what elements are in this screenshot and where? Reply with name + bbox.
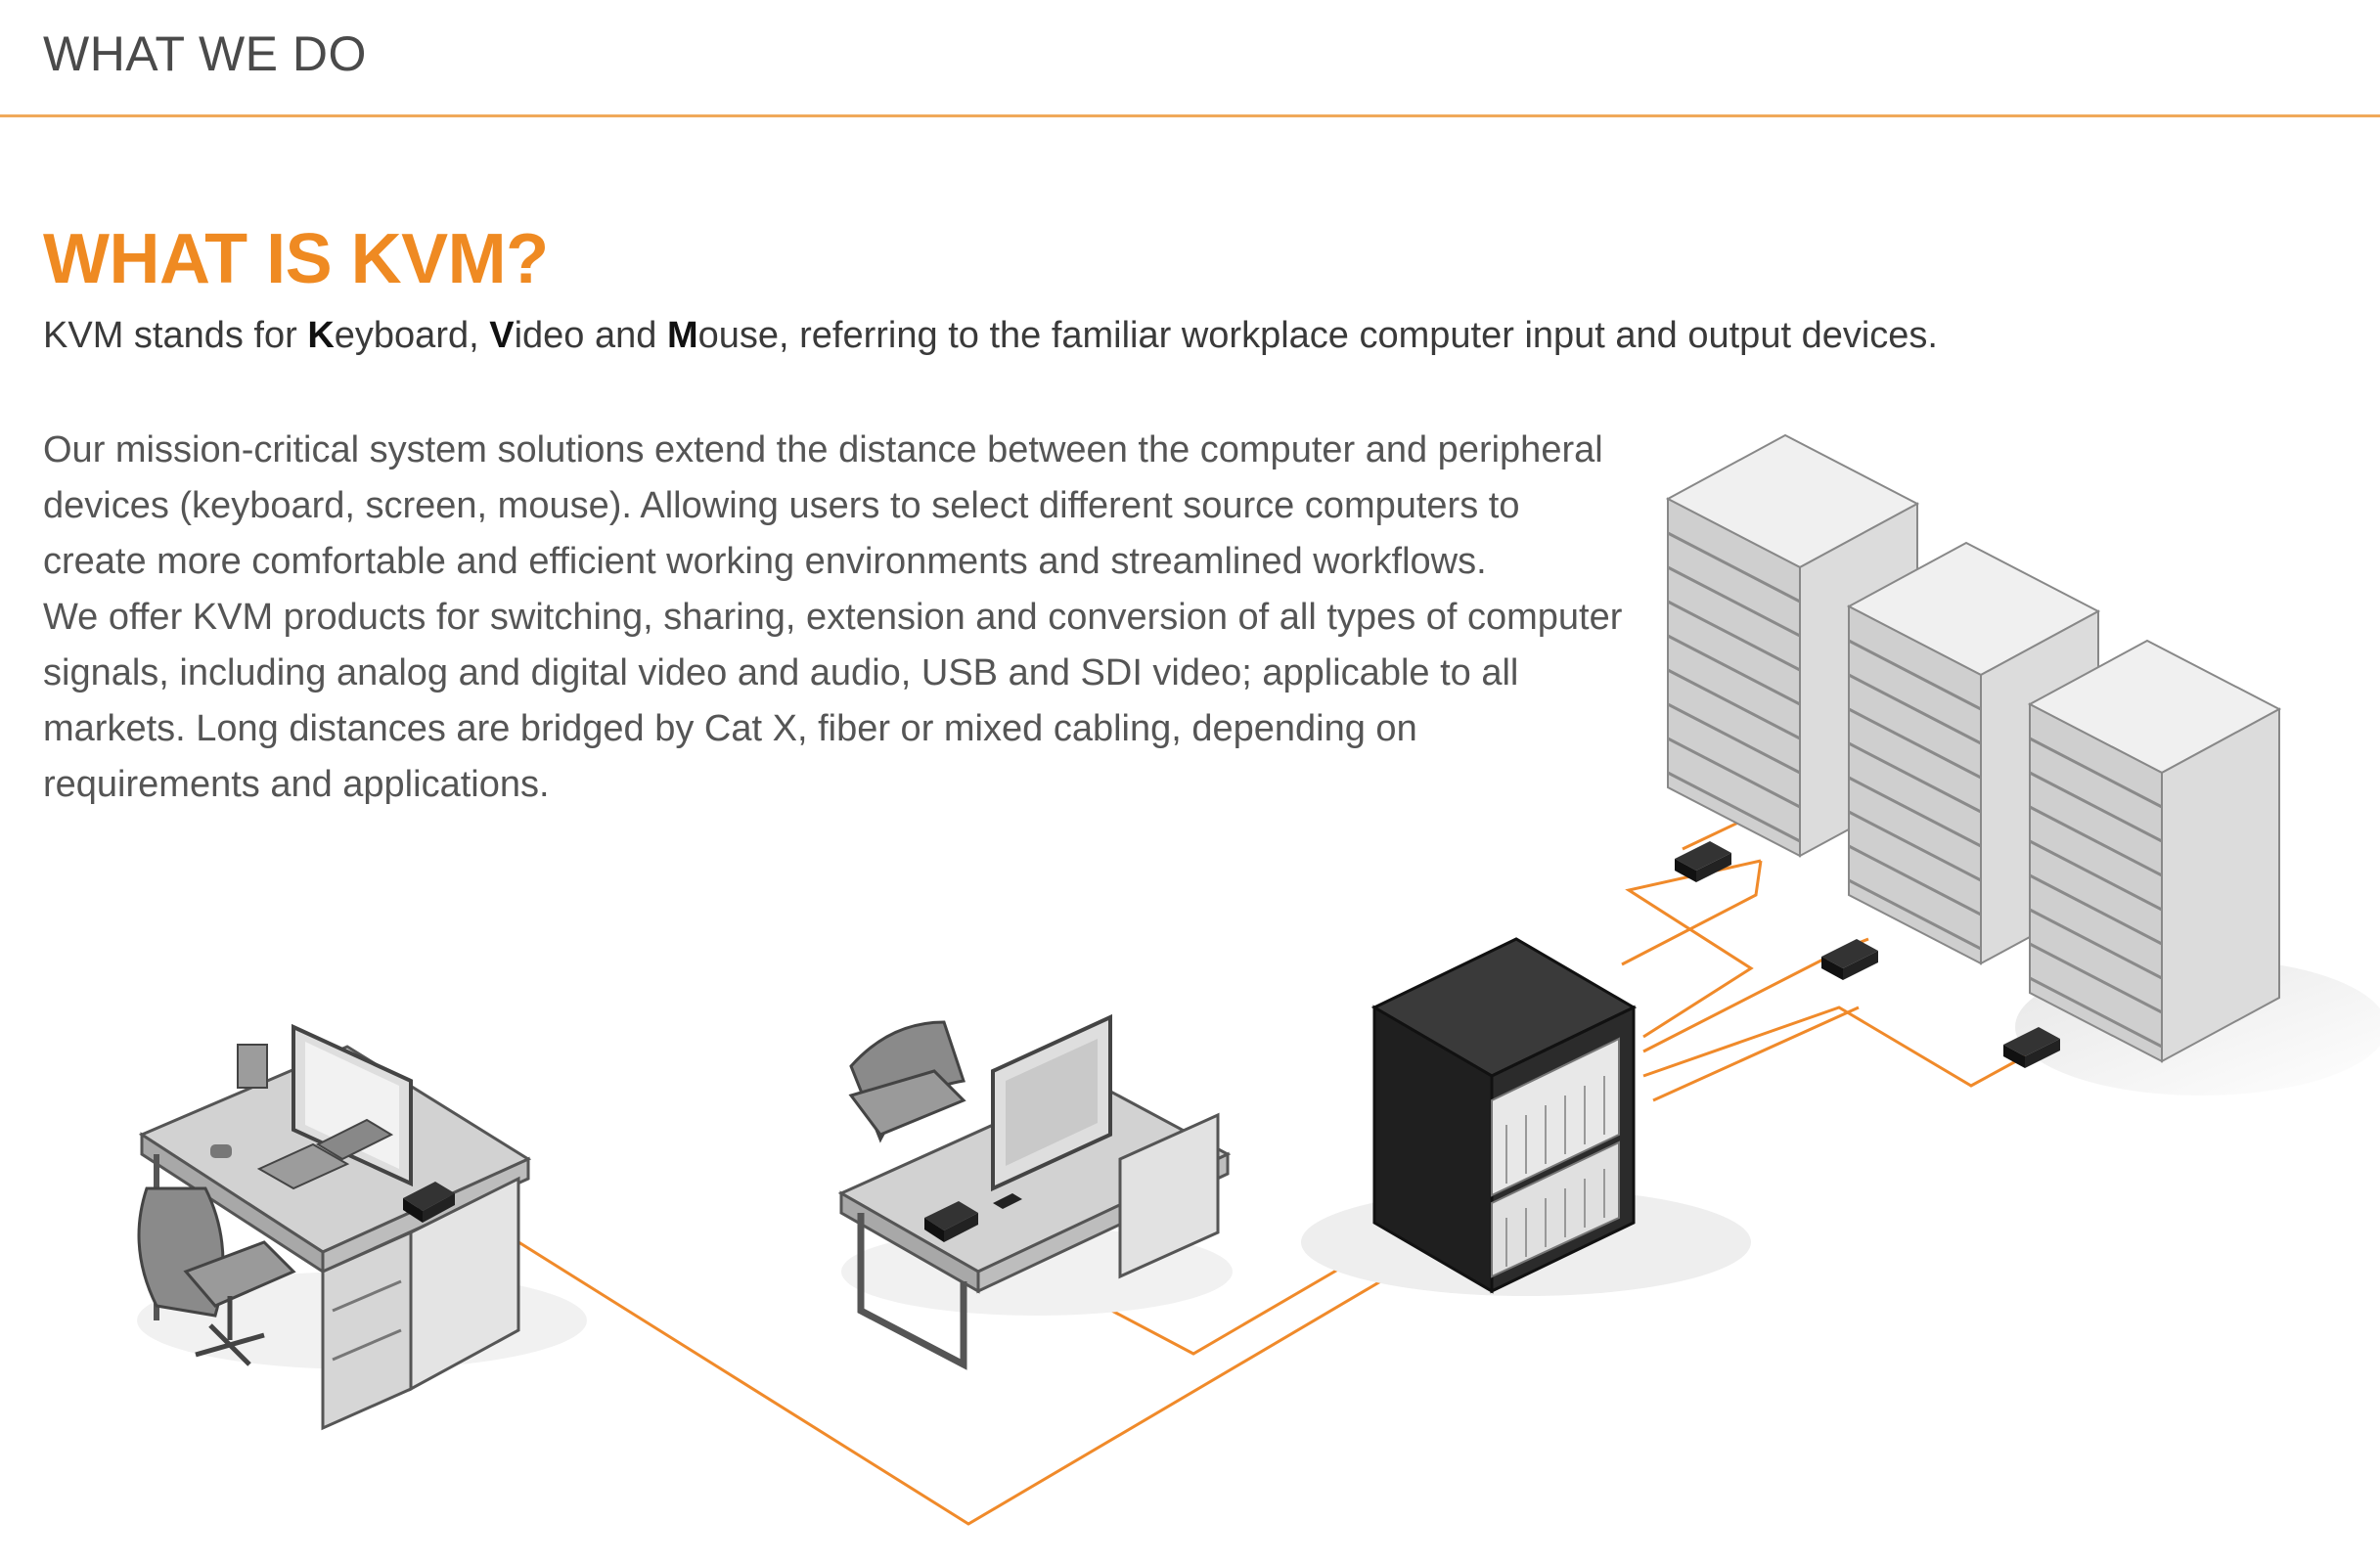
paragraph-products: We offer KVM products for switching, sha… — [43, 597, 1623, 805]
section-title: WHAT IS KVM? — [43, 220, 549, 298]
intro-m: M — [666, 315, 698, 356]
kvm-matrix-switch-rack-illustration — [1301, 937, 1751, 1296]
intro-v-rest: ideo and — [514, 315, 667, 356]
desk-with-monitor-illustration — [837, 1013, 1233, 1370]
kvm-extender-box-icon — [1821, 939, 1878, 980]
page-header-title: WHAT WE DO — [43, 26, 367, 81]
header-divider — [0, 114, 2380, 117]
intro-prefix: KVM stands for — [43, 315, 308, 356]
body-copy: Our mission-critical system solutions ex… — [43, 423, 1628, 813]
kvm-extender-box-icon — [1675, 841, 1731, 882]
cable-lines — [449, 810, 2026, 1526]
kvm-extender-box-icon — [2003, 1027, 2060, 1068]
kvm-extender-box-icon — [924, 1201, 978, 1242]
paragraph-mission: Our mission-critical system solutions ex… — [43, 429, 1603, 582]
server-stack-illustration — [1665, 433, 2380, 1096]
intro-k-rest: eyboard, — [334, 315, 490, 356]
intro-k: K — [307, 315, 335, 356]
intro-v: V — [489, 315, 515, 356]
kvm-extender-box-icon — [403, 1182, 455, 1223]
desk-with-monitor-illustration — [137, 1023, 587, 1431]
intro-m-rest: ouse, referring to the familiar workplac… — [697, 315, 1938, 356]
kvm-definition: KVM stands for Keyboard, Video and Mouse… — [43, 315, 1938, 357]
